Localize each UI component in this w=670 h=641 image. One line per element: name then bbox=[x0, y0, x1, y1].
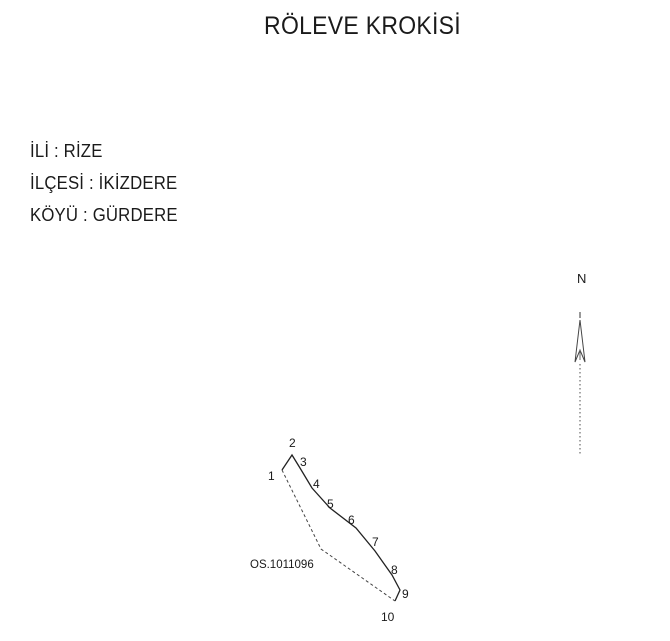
province-line: İLİ : RİZE bbox=[30, 141, 103, 161]
vertex-label-1: 1 bbox=[268, 469, 275, 483]
vertex-label-7: 7 bbox=[372, 535, 379, 549]
page-title: RÖLEVE KROKİSİ bbox=[264, 12, 461, 40]
vertex-label-8: 8 bbox=[391, 563, 398, 577]
north-label: N bbox=[577, 271, 587, 286]
vertex-label-6: 6 bbox=[348, 513, 355, 527]
vertex-label-3: 3 bbox=[300, 455, 307, 469]
vertex-label-5: 5 bbox=[327, 497, 334, 511]
parcel-id-label: OS.1011096 bbox=[250, 559, 314, 571]
north-arrow-icon bbox=[574, 312, 586, 456]
vertex-label-9: 9 bbox=[402, 587, 409, 601]
village-line: KÖYÜ : GÜRDERE bbox=[30, 205, 178, 225]
vertex-label-2: 2 bbox=[289, 436, 296, 450]
vertex-label-4: 4 bbox=[313, 477, 320, 491]
parcel-outline bbox=[281, 453, 401, 602]
district-line: İLÇESİ : İKİZDERE bbox=[30, 173, 178, 193]
vertex-label-10: 10 bbox=[381, 610, 395, 624]
